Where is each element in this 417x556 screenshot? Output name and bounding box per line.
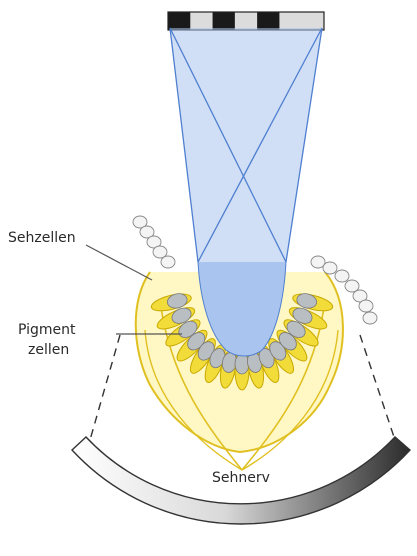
dashed-guide	[90, 335, 120, 440]
object-bar-segment	[235, 12, 258, 30]
receptor-cell	[235, 354, 249, 374]
leader-receptor	[86, 245, 152, 280]
label-optic-nerve: Sehnerv	[212, 470, 270, 486]
dashed-guide	[360, 335, 395, 440]
object-bar-segment	[168, 12, 191, 30]
rim-cell	[161, 256, 175, 268]
object-bar-segment	[257, 12, 280, 30]
object-bar-segment	[302, 12, 325, 30]
rim-cell	[359, 300, 373, 312]
object-bar-segment	[279, 12, 302, 30]
rim-cell	[335, 270, 349, 282]
object-bar-segment	[213, 12, 236, 30]
light-cone-left	[170, 28, 322, 262]
label-receptor-cells: Sehzellen	[8, 230, 76, 246]
label-pigment-cells-2: zellen	[28, 342, 69, 358]
object-bar	[168, 12, 325, 30]
label-pigment-cells-1: Pigment	[18, 322, 76, 338]
rim-cell	[363, 312, 377, 324]
rim-cell	[323, 262, 337, 274]
object-bar-segment	[190, 12, 213, 30]
